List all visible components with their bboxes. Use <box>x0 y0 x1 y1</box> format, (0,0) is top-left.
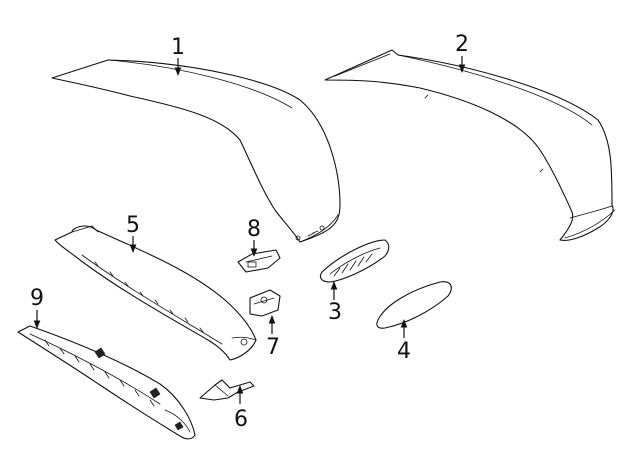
callout-4: 4 <box>397 339 411 364</box>
callout-8: 8 <box>247 217 261 242</box>
callout-1: 1 <box>171 35 185 60</box>
callout-3: 3 <box>328 300 342 325</box>
part-9-support-frame[interactable] <box>17 325 196 440</box>
part-2-rear-wing[interactable] <box>324 49 616 241</box>
part-4-trim-cover[interactable] <box>376 281 452 329</box>
callout-labels: 1 2 3 4 5 6 7 8 9 <box>30 32 469 432</box>
part-5-spoiler-panel[interactable] <box>54 225 257 361</box>
callout-2: 2 <box>455 32 469 57</box>
callout-5: 5 <box>126 213 140 238</box>
leader-lines <box>33 56 466 404</box>
part-6-mount-bracket[interactable] <box>199 379 255 401</box>
part-3-vent-grille[interactable] <box>319 239 390 283</box>
part-1-spoiler-upper[interactable] <box>51 59 341 243</box>
callout-6: 6 <box>234 407 248 432</box>
part-8-bracket[interactable] <box>237 249 281 273</box>
callout-7: 7 <box>266 335 280 360</box>
callout-9: 9 <box>30 286 44 311</box>
part-7-clip[interactable] <box>249 289 281 317</box>
